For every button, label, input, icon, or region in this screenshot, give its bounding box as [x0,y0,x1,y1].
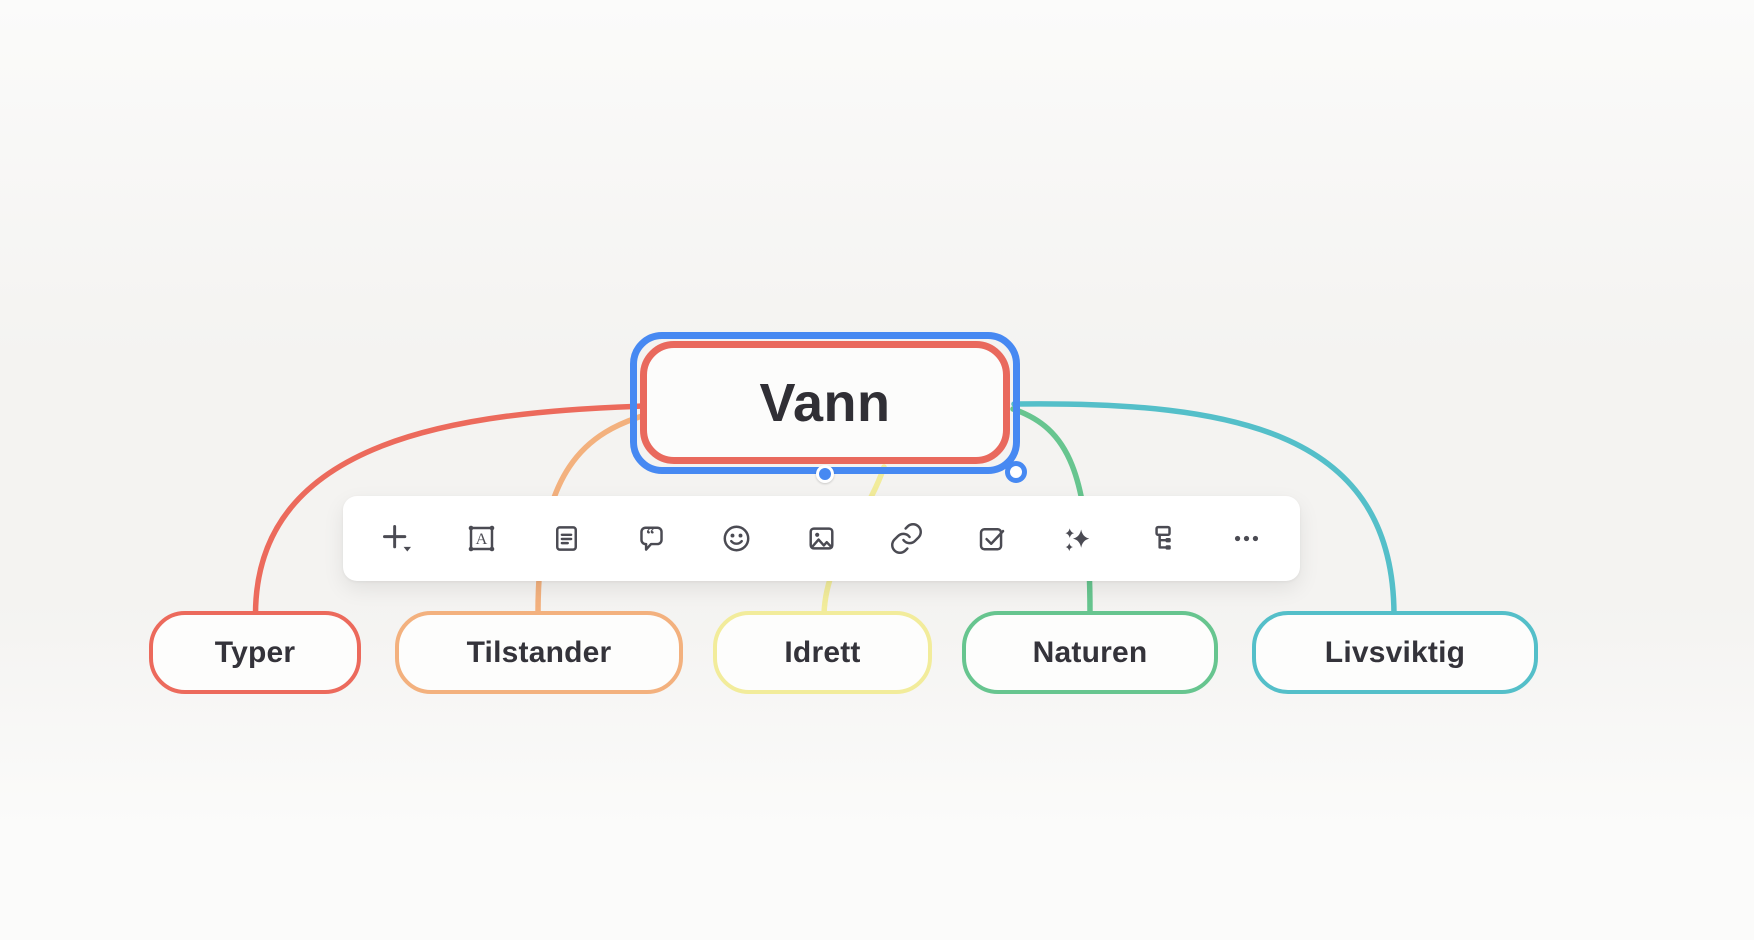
image-button[interactable] [792,510,850,568]
link-icon [891,523,923,554]
note-icon [555,526,577,551]
topic-label: Tilstander [466,635,612,669]
note-button[interactable] [537,510,595,568]
text-style-icon: A [468,525,494,552]
topic-node-tilstander[interactable]: Tilstander [395,611,683,694]
add-topic-plus-icon [382,525,411,552]
task-button[interactable] [963,510,1021,568]
comment-icon: “ [640,524,663,551]
structure-icon [1155,525,1172,550]
root-node-vann[interactable]: Vann [640,341,1010,464]
connector-typer [252,403,649,617]
ai-button[interactable] [1048,510,1106,568]
topic-node-naturen[interactable]: Naturen [962,611,1218,694]
link-button[interactable] [878,510,936,568]
more-ellipsis-icon [1235,535,1259,542]
topic-node-idrett[interactable]: Idrett [713,611,932,694]
text-style-button[interactable]: A [452,510,510,568]
image-icon [809,527,834,550]
topic-node-typer[interactable]: Typer [149,611,361,694]
svg-text:“: “ [646,524,654,543]
topic-label: Idrett [784,635,861,669]
topic-label: Livsviktig [1324,635,1466,669]
selection-handle-bottom-right[interactable] [1005,461,1027,483]
svg-text:A: A [475,531,487,548]
selection-handle-bottom-center[interactable] [816,465,834,483]
topic-node-livsviktig[interactable]: Livsviktig [1252,611,1538,694]
comment-button[interactable]: “ [622,510,680,568]
more-button[interactable] [1218,510,1276,568]
topic-label: Naturen [1032,635,1148,669]
root-node-label: Vann [759,372,891,433]
node-toolbar: A “ [343,496,1300,581]
structure-button[interactable] [1133,510,1191,568]
emoji-button[interactable] [707,510,765,568]
connector-livsviktig [1011,401,1397,617]
ai-sparkles-icon [1065,528,1090,552]
add-topic-button[interactable] [367,510,425,568]
topic-label: Typer [214,635,296,669]
task-checkbox-icon [979,528,1005,551]
emoji-icon [723,525,750,552]
